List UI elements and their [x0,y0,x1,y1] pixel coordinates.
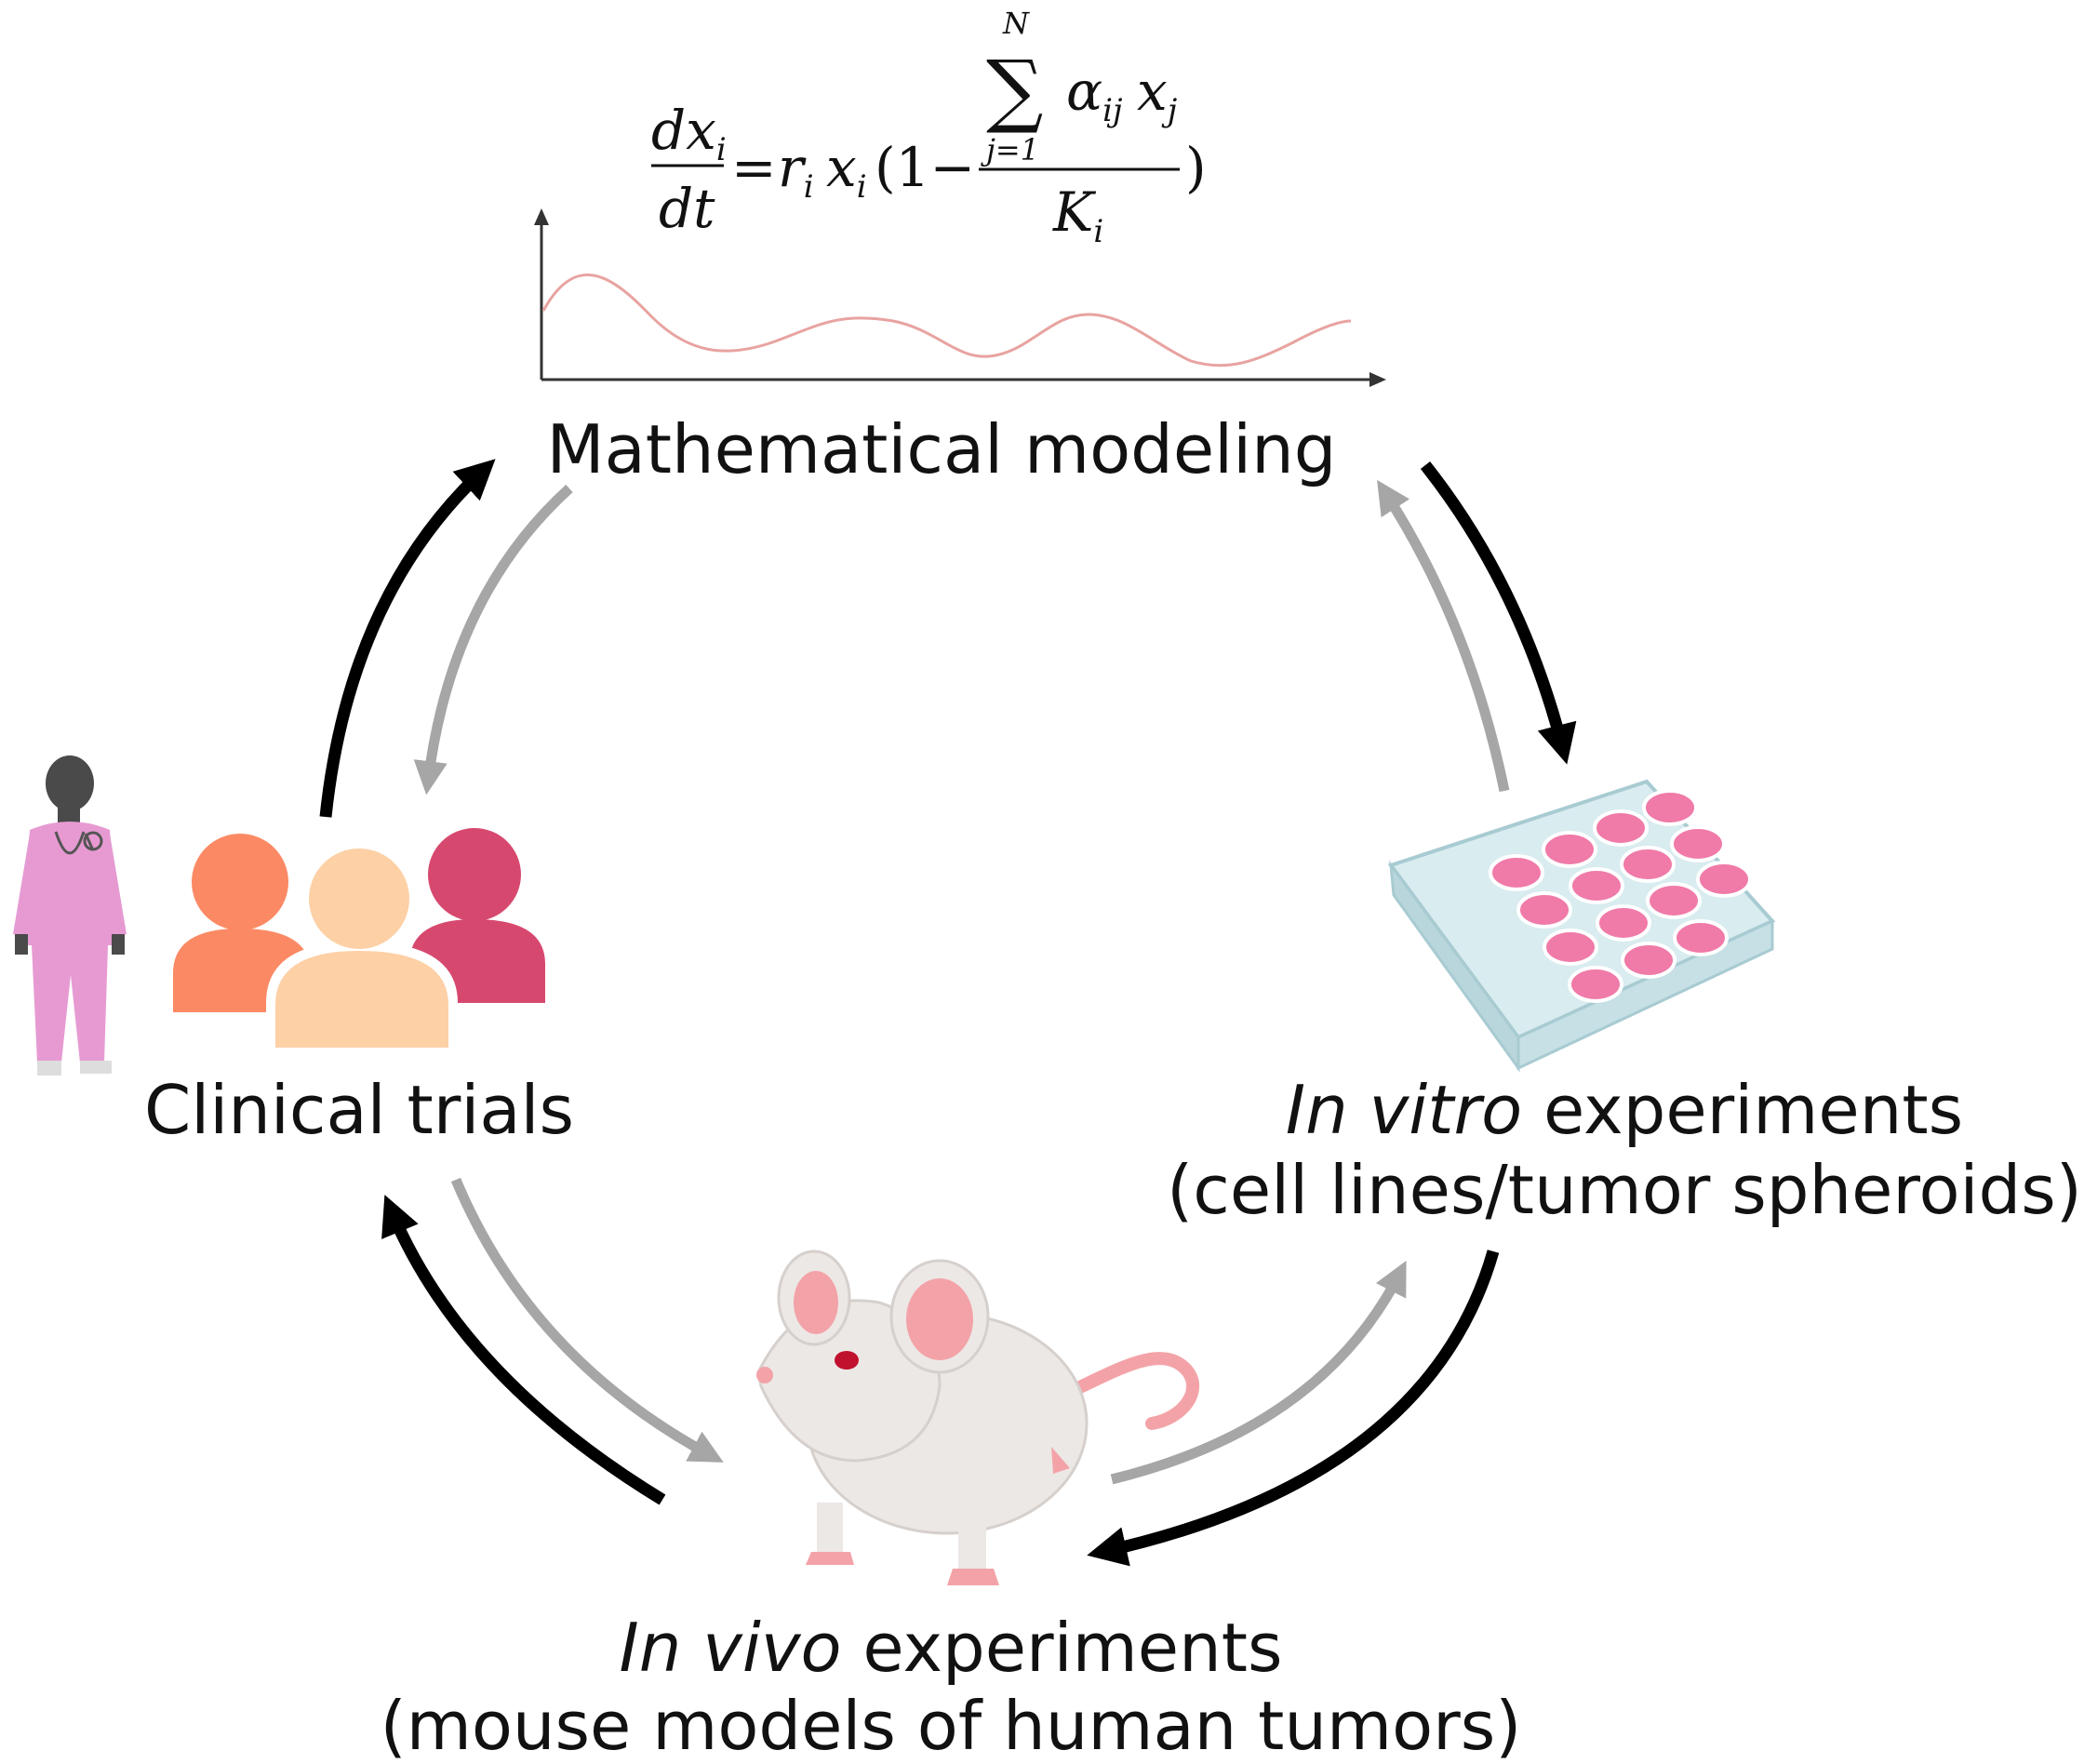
label-in-vitro: In vitro experiments [1286,1071,1963,1149]
label-in-vivo: In vivo experiments [620,1609,1283,1687]
equation-x: xi [826,136,867,206]
plot-curve [541,273,1352,368]
people-group-icon [173,828,545,1053]
arrow-invitro-to-math [1377,479,1510,793]
label-clinical-trials: Clinical trials [144,1071,574,1149]
equation: dxi dt = ri xi (1− ∑ N j=1 αij xj Ki ) [651,6,1207,250]
nurse-icon [13,755,127,1076]
arrow-invitro-to-invivo [1087,1250,1500,1567]
equation-dx: dxi [651,99,727,168]
equation-paren-close: ) [1185,136,1207,199]
well-plate-icon [1387,779,1776,1073]
label-mathematical-modeling: Mathematical modeling [546,410,1336,488]
equation-paren-open: (1− [875,136,975,199]
equation-sum: ∑ [986,44,1043,137]
arrow-clinical-to-invivo [450,1177,724,1463]
label-in-vitro-sub: (cell lines/tumor spheroids) [1167,1151,2082,1229]
arrow-invivo-to-clinical [381,1195,666,1505]
equation-sum-upper: N [1002,6,1030,41]
mouse-icon [756,1250,1200,1585]
equation-dt: dt [659,177,715,240]
model-plot [534,208,1386,387]
equation-r: ri [778,136,814,206]
plot-x-arrowhead [1369,372,1386,387]
label-in-vivo-sub: (mouse models of human tumors) [381,1687,1522,1764]
wells [1489,789,1752,1003]
arrow-invivo-to-invitro [1110,1261,1407,1485]
equation-xj: xj [1137,60,1178,129]
cycle-arrows [319,459,1577,1567]
equation-equals: = [731,136,777,199]
equation-sum-lower: j=1 [981,132,1039,167]
equation-alpha: αij [1066,60,1123,129]
plot-y-arrowhead [534,208,549,225]
arrow-clinical-to-math [319,459,496,818]
arrow-math-to-invitro [1420,461,1577,765]
equation-K: Ki [1052,180,1103,250]
arrow-math-to-clinical [413,484,573,795]
